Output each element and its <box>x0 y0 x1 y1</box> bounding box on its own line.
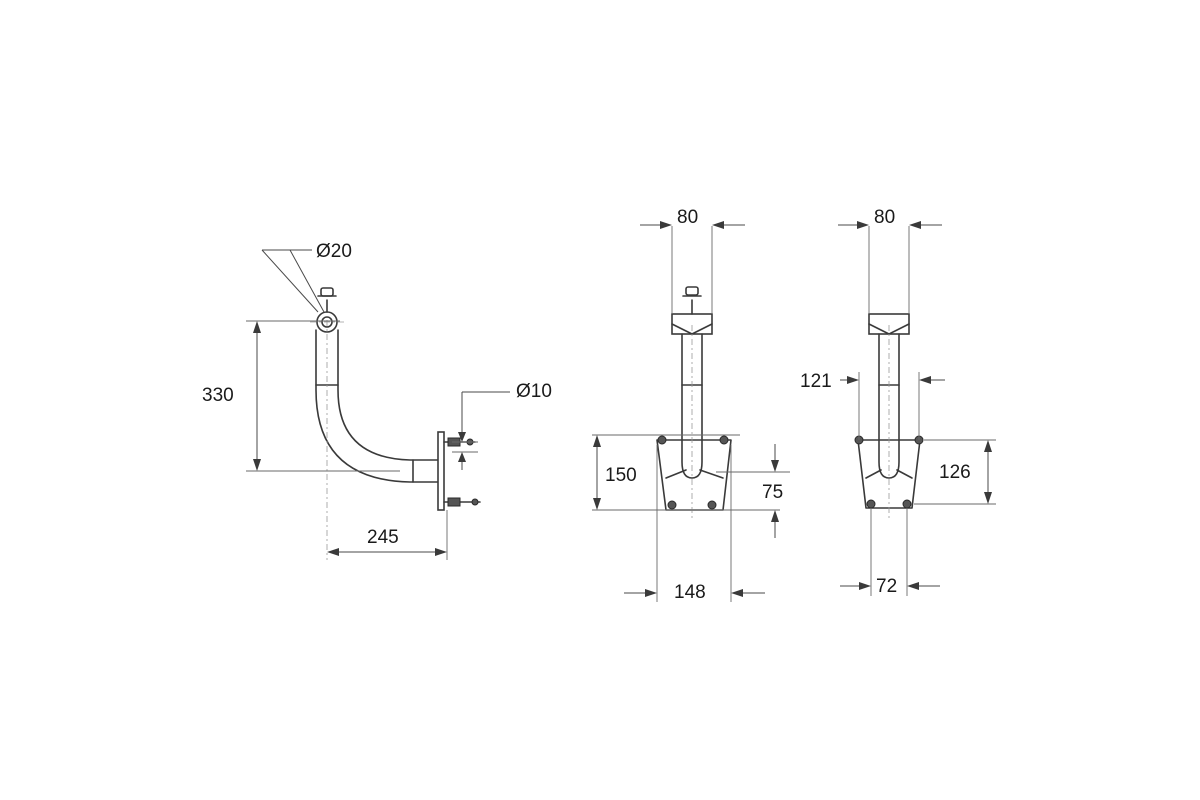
rear-view: 80 121 126 72 <box>800 207 996 597</box>
front-dim-label-148: 148 <box>674 582 706 603</box>
rear-dim-label-121: 121 <box>800 371 832 392</box>
rear-dim-72: 72 <box>840 508 940 597</box>
dim-depth-245: 245 <box>327 510 448 560</box>
front-dim-148: 148 <box>624 445 765 603</box>
side-mounting-plate <box>437 431 481 511</box>
front-dim-150: 150 <box>592 434 780 511</box>
front-dim-80: 80 <box>640 207 745 314</box>
rear-dim-126: 126 <box>914 439 996 505</box>
front-dim-label-75: 75 <box>762 482 783 503</box>
dim-label-diameter-20: Ø20 <box>316 241 352 262</box>
rear-dim-121: 121 <box>800 371 945 440</box>
front-dim-label-80: 80 <box>677 207 698 228</box>
diameter-20-leader: Ø20 <box>261 241 352 313</box>
rear-dim-80: 80 <box>838 207 942 314</box>
dim-height-330: 330 <box>202 320 400 472</box>
rear-dim-label-72: 72 <box>876 576 897 597</box>
front-dim-label-150: 150 <box>605 465 637 486</box>
front-view: 80 150 75 148 <box>592 207 790 603</box>
rear-dim-label-80: 80 <box>874 207 895 228</box>
side-view: Ø20 330 Ø10 245 <box>202 241 552 560</box>
rear-dim-label-126: 126 <box>939 462 971 483</box>
side-pipe <box>315 329 441 483</box>
front-plate <box>656 435 732 511</box>
dim-label-245: 245 <box>367 527 399 548</box>
dim-label-330: 330 <box>202 385 234 406</box>
diameter-10-leader: Ø10 <box>452 381 552 470</box>
front-dim-75: 75 <box>716 444 790 538</box>
dim-label-diameter-10: Ø10 <box>516 381 552 402</box>
